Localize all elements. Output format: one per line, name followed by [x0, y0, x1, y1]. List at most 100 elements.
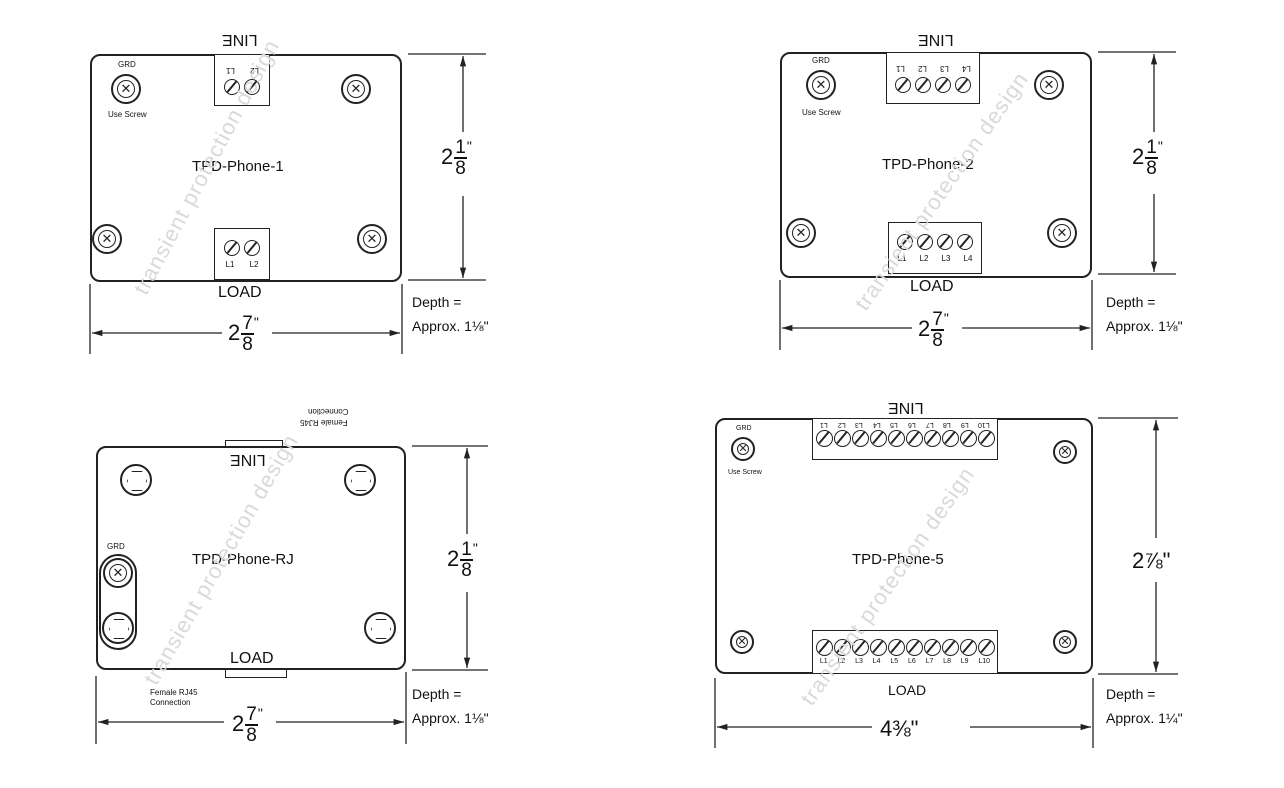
mounting-screw-icon — [1047, 218, 1077, 248]
terminal-screw-icon — [917, 233, 933, 250]
terminal-label: L2 — [919, 253, 929, 263]
terminal-screw-icon — [815, 430, 833, 447]
terminal-screw-icon — [957, 233, 973, 250]
terminal-screw-icon — [955, 76, 971, 93]
terminal-label: L1 — [225, 259, 235, 269]
terminal-screw-icon — [923, 430, 941, 447]
terminal-screw-icon — [941, 639, 959, 656]
mounting-screw-icon — [92, 224, 122, 254]
depth-note: Depth =Approx. 1⅛" — [412, 294, 489, 334]
terminal-screw-icon — [833, 430, 851, 447]
ground-screw-icon — [731, 437, 755, 461]
terminal-screw-icon — [959, 430, 977, 447]
load-terminal-block: L1 L2 L3 L4 L5 L6 L7 L8 L9 L10 — [812, 630, 998, 674]
mounting-screw-icon — [1053, 440, 1077, 464]
hex-standoff-icon — [364, 612, 396, 644]
terminal-screw-icon — [887, 430, 905, 447]
grd-label: GRD — [812, 56, 830, 65]
ground-slot — [99, 554, 137, 650]
grd-label: GRD — [107, 542, 125, 551]
mounting-screw-icon — [786, 218, 816, 248]
terminal-screw-icon — [915, 76, 931, 93]
load-terminal-block: L1 L2 — [214, 228, 270, 280]
terminal-label: L1 — [819, 658, 828, 665]
terminal-label: L3 — [941, 253, 951, 263]
terminal-screw-icon — [833, 639, 851, 656]
mounting-screw-icon — [1053, 630, 1077, 654]
terminal-screw-icon — [895, 76, 911, 93]
terminal-screw-icon — [935, 76, 951, 93]
width-dimension: 4⅜" — [880, 716, 919, 741]
mounting-screw-icon — [730, 630, 754, 654]
use-screw-note: Use Screw — [728, 469, 762, 476]
terminal-screw-icon — [905, 430, 923, 447]
terminal-screw-icon — [869, 430, 887, 447]
terminal-screw-icon — [244, 239, 260, 256]
model-name: TPD-Phone-RJ — [192, 551, 294, 568]
terminal-label: L1 — [897, 253, 907, 263]
terminal-screw-icon — [851, 639, 869, 656]
grd-label: GRD — [118, 60, 136, 69]
hex-standoff-icon — [344, 464, 376, 496]
depth-note: Depth =Approx. 1¼" — [1106, 686, 1183, 726]
load-terminal-block: L1 L2 L3 L4 — [888, 222, 982, 274]
terminal-screw-icon — [897, 233, 913, 250]
depth-note: Depth =Approx. 1⅛" — [412, 686, 489, 726]
model-name: TPD-Phone-5 — [852, 551, 944, 568]
ground-screw-icon — [103, 558, 133, 588]
terminal-screw-icon — [224, 239, 240, 256]
mounting-screw-icon — [1034, 70, 1064, 100]
terminal-screw-icon — [887, 639, 905, 656]
hex-standoff-icon — [102, 612, 134, 644]
model-name: TPD-Phone-1 — [192, 158, 284, 175]
terminal-label: L6 — [907, 658, 916, 665]
terminal-screw-icon — [959, 639, 977, 656]
load-label: LOAD — [888, 682, 927, 698]
terminal-screw-icon — [977, 430, 995, 447]
height-dimension: 2⅞" — [1132, 548, 1171, 573]
grd-label: GRD — [736, 425, 752, 432]
terminal-label: L9 — [960, 658, 969, 665]
ground-screw-icon — [806, 70, 836, 100]
terminal-label: L5 — [890, 658, 899, 665]
mounting-screw-icon — [341, 74, 371, 104]
use-screw-note: Use Screw — [108, 110, 147, 119]
terminal-label: L3 — [855, 658, 863, 665]
terminal-label: L4 — [872, 658, 881, 665]
terminal-label: L8 — [943, 658, 951, 665]
terminal-screw-icon — [923, 639, 941, 656]
terminal-screw-icon — [869, 639, 887, 656]
mounting-screw-icon — [357, 224, 387, 254]
terminal-screw-icon — [905, 639, 923, 656]
load-label: LOAD — [230, 650, 274, 667]
depth-note: Depth =Approx. 1⅛" — [1106, 294, 1183, 334]
terminal-screw-icon — [815, 639, 833, 656]
terminal-screw-icon — [851, 430, 869, 447]
ground-screw-icon — [111, 74, 141, 104]
terminal-label: L10 — [978, 658, 991, 665]
terminal-label: L2 — [249, 259, 259, 269]
load-label: LOAD — [218, 284, 262, 301]
hex-standoff-icon — [120, 464, 152, 496]
terminal-screw-icon — [224, 78, 240, 95]
terminal-label: L4 — [963, 253, 973, 263]
terminal-screw-icon — [977, 639, 995, 656]
model-name: TPD-Phone-2 — [882, 156, 974, 173]
terminal-label: L7 — [925, 658, 934, 665]
use-screw-note: Use Screw — [802, 108, 841, 117]
terminal-screw-icon — [244, 78, 260, 95]
load-rj45-port — [225, 669, 287, 678]
terminal-label: L2 — [837, 658, 846, 665]
terminal-screw-icon — [937, 233, 953, 250]
